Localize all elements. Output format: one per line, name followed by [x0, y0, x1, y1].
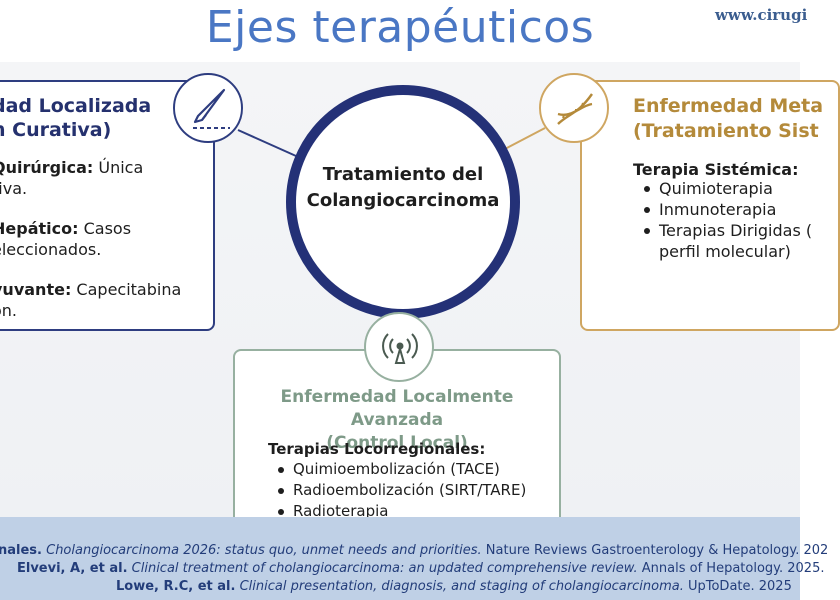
list-item: Inmunoterapia [642, 199, 812, 220]
locally-advanced-title: Enfermedad Localmente Avanzada (Control … [280, 387, 514, 453]
localized-disease-title: dad Localizada n Curativa) [0, 95, 152, 141]
scalpel-icon [173, 73, 243, 143]
connector-right [502, 127, 546, 151]
metastatic-disease-panel [580, 80, 840, 331]
list-item: Terapias Dirigidas ( [642, 220, 812, 241]
reference-3: Lowe, R.C, et al. Clinical presentation,… [116, 579, 792, 594]
metastatic-disease-title: Enfermedad Meta (Tratamiento Sist [633, 95, 824, 142]
connector-left [237, 129, 306, 161]
locoregional-heading: Terapias Locorregionales: [268, 440, 486, 458]
dna-icon [539, 73, 609, 143]
list-item: Quimioterapia [642, 178, 812, 199]
reference-1: nales. Cholangiocarcinoma 2026: status q… [0, 543, 829, 558]
page-title: Ejes terapéuticos [205, 2, 595, 53]
systemic-therapy-list: Quimioterapia Inmunoterapia Terapias Dir… [642, 178, 812, 241]
reference-2: Elvevi, A, et al. Clinical treatment of … [17, 561, 825, 576]
references-footer [0, 517, 800, 600]
localized-item-adjuvant: yuvante: Capecitabina ón. [0, 280, 182, 320]
list-item-continuation: perfil molecular) [659, 242, 791, 261]
list-item: Quimioembolización (TACE) [276, 459, 526, 480]
systemic-therapy-heading: Terapia Sistémica: [633, 160, 799, 179]
center-circle [286, 85, 520, 319]
list-item: Radioembolización (SIRT/TARE) [276, 480, 526, 501]
locoregional-list: Quimioembolización (TACE) Radioembolizac… [276, 459, 526, 522]
site-url[interactable]: www.cirugi [715, 6, 808, 24]
center-title: Tratamiento del Colangiocarcinoma [306, 164, 500, 211]
localized-item-surgery: Quirúrgica: Única tiva. [0, 158, 144, 198]
radiation-antenna-icon [364, 312, 434, 382]
list-item: Radioterapia [276, 501, 526, 522]
localized-item-hepatic: Hepático: Casos eleccionados. [0, 219, 132, 259]
